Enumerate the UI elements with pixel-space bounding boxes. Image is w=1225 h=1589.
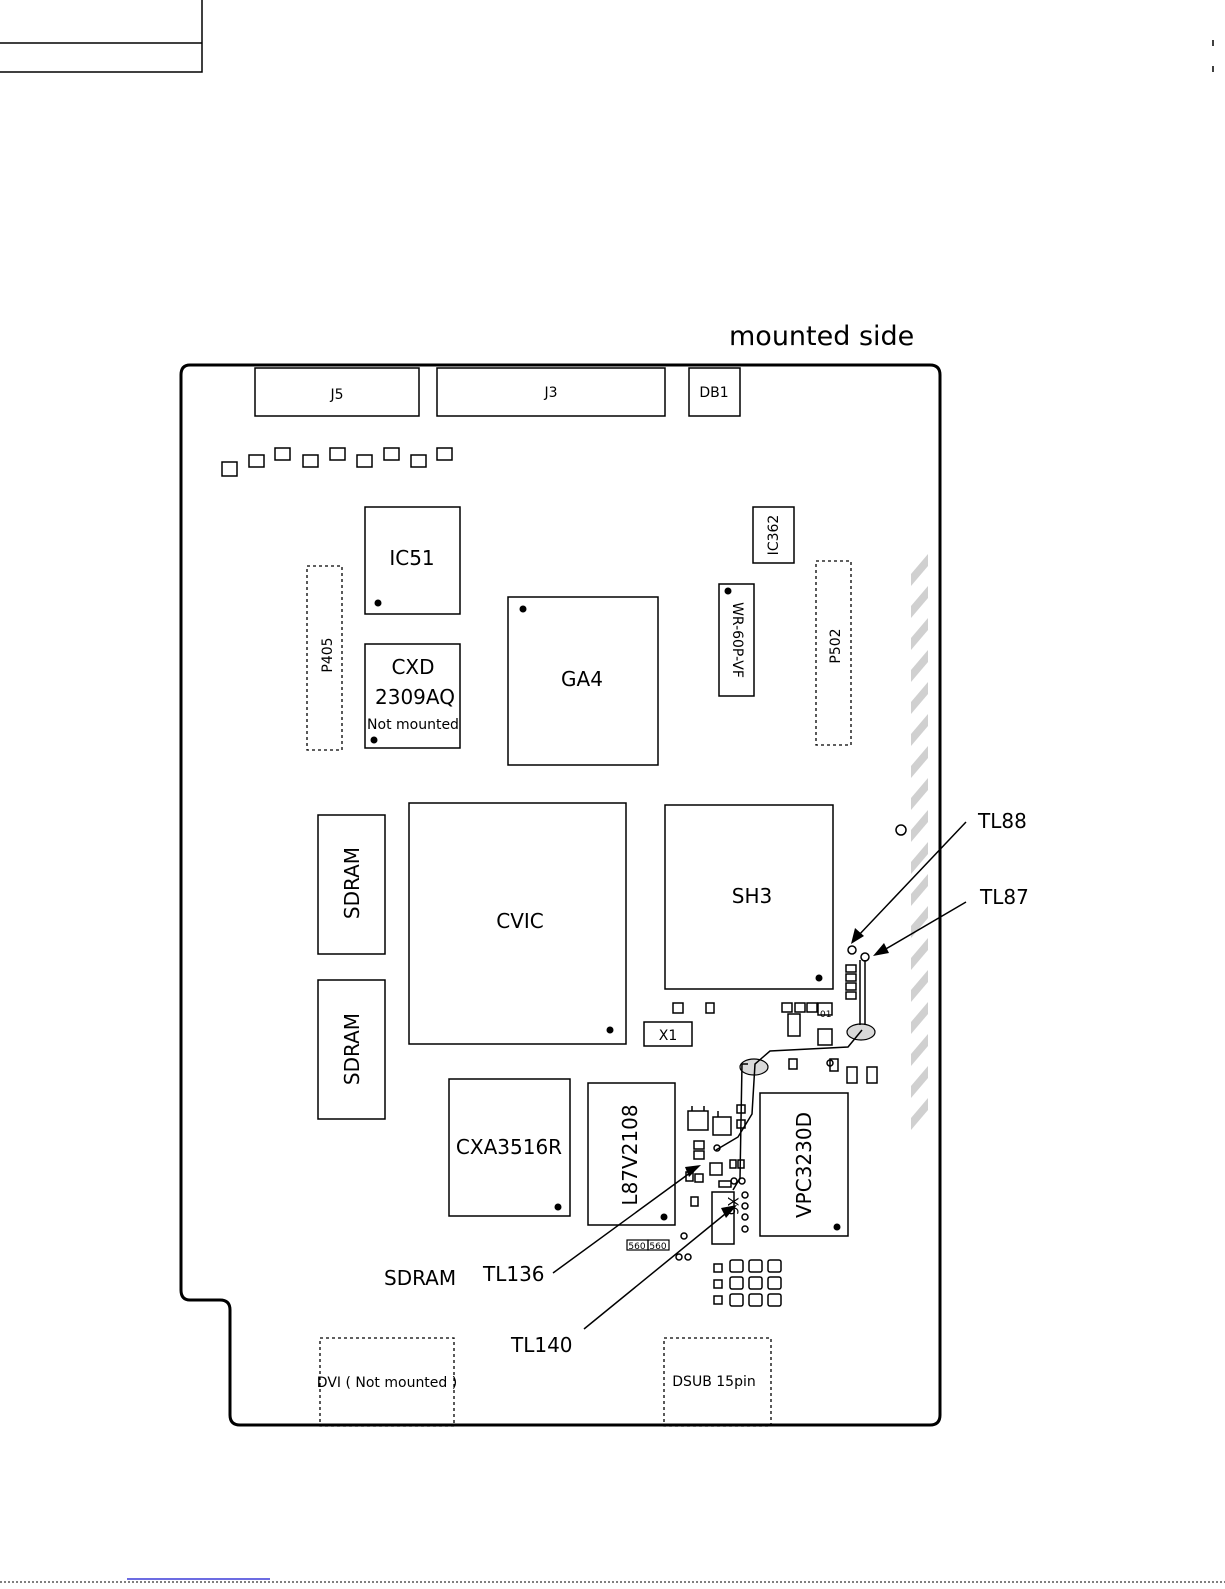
connector-j3-label: J3: [543, 385, 557, 401]
diagram-title: mounted side: [729, 321, 914, 352]
tl140-label: TL140: [510, 1333, 573, 1357]
connector-db1: DB1: [689, 368, 740, 416]
dsub-footprint: DSUB 15pin: [664, 1338, 771, 1426]
chip-ic362: IC362: [753, 507, 794, 563]
mounting-hole: [896, 825, 906, 835]
tl-connectors: [846, 946, 869, 1025]
board-outline: [181, 365, 940, 1425]
chip-cxd-line2: 2309AQ: [375, 685, 455, 709]
chip-cxd-note: Not mounted: [367, 717, 459, 733]
connector-wr-label: WR-60P-VF: [729, 602, 745, 678]
chip-cxd-line1: CXD: [391, 655, 434, 679]
connector-db1-label: DB1: [699, 385, 728, 401]
chip-sdram-1: SDRAM: [318, 815, 385, 954]
chip-cxa3516r: CXA3516R: [449, 1079, 570, 1216]
chip-sh3: SH3: [665, 805, 833, 989]
connector-j5-label: J5: [329, 387, 343, 403]
tl88-label: TL88: [977, 809, 1027, 833]
chip-ic51: IC51: [365, 507, 460, 614]
solder-pad-1: [847, 1024, 875, 1040]
capacitor-grid: [714, 1260, 781, 1306]
chip-ga4: GA4: [508, 597, 658, 765]
q01-label: 01: [820, 1010, 831, 1020]
resistor-arrays: 560 560: [627, 1240, 669, 1252]
chip-ic51-label: IC51: [389, 546, 434, 570]
chip-l87v2108: L87V2108: [588, 1083, 675, 1225]
dvi-footprint: DVI ( Not mounted ): [317, 1338, 457, 1426]
connector-wr60pvf: WR-60P-VF: [719, 584, 754, 696]
dsub-label: DSUB 15pin: [672, 1374, 755, 1390]
resistor-560-b: 560: [649, 1242, 666, 1252]
resistor-560-a: 560: [628, 1242, 645, 1252]
small-components-row: [222, 448, 452, 476]
chip-sdram-2: SDRAM: [318, 980, 385, 1119]
dvi-label: DVI ( Not mounted ): [317, 1375, 457, 1391]
chip-cxd2309aq: CXD 2309AQ Not mounted: [365, 644, 460, 748]
chip-l87-label: L87V2108: [618, 1104, 642, 1205]
small-parts-mid: [673, 1003, 877, 1083]
p502-footprint: P502: [816, 561, 851, 745]
small-parts-cluster: [676, 1105, 748, 1260]
chip-vpc-label: VPC3230D: [792, 1112, 816, 1218]
chip-cxa-label: CXA3516R: [456, 1135, 562, 1159]
chip-vpc3230d: VPC3230D: [760, 1093, 848, 1236]
connector-j3: J3: [437, 368, 665, 416]
crystal-x1-label: X1: [659, 1028, 678, 1044]
p405-label: P405: [320, 637, 336, 672]
corner-frame: [0, 0, 202, 72]
signal-trace: [716, 1030, 862, 1150]
crystal-x1: X1: [644, 1022, 692, 1046]
connector-j5: J5: [255, 368, 419, 416]
chip-sdram-2-label: SDRAM: [340, 1013, 364, 1085]
tl87-label: TL87: [979, 885, 1029, 909]
chip-ga4-label: GA4: [561, 667, 603, 691]
hatched-edge: [911, 554, 928, 1130]
p405-footprint: P405: [307, 566, 342, 750]
chip-sdram-1-label: SDRAM: [340, 847, 364, 919]
chip-ic362-label: IC362: [766, 515, 782, 556]
tl136-label: TL136: [482, 1262, 545, 1286]
chip-sh3-label: SH3: [732, 884, 772, 908]
chip-cvic: CVIC: [409, 803, 626, 1044]
p502-label: P502: [828, 628, 844, 663]
chip-cvic-label: CVIC: [496, 909, 544, 933]
solder-pad-2: [740, 1059, 768, 1075]
sdram-bottom-label: SDRAM: [384, 1266, 456, 1290]
